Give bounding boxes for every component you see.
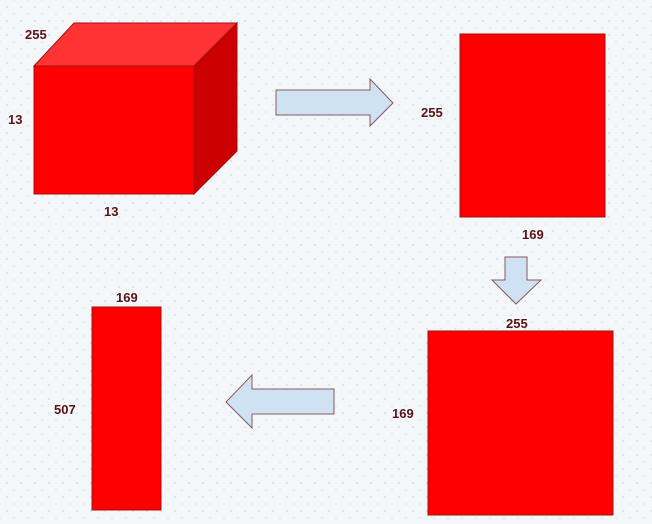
rect-c-top-label: 255 [506,316,528,331]
cube-height-label: 13 [8,112,23,127]
cube-width-label: 13 [104,204,119,219]
rect-d-top-label: 169 [116,290,138,305]
cube-depth-label: 255 [25,27,47,42]
cube-front-face [33,65,195,195]
arrow-down [490,256,543,305]
arrow-right [275,77,394,128]
arrow-left [225,373,335,430]
rect-b-height-label: 255 [421,105,443,120]
rect-d [91,306,162,511]
rect-d-left-label: 507 [54,402,76,417]
rect-c-left-label: 169 [392,406,414,421]
rect-c [427,330,614,516]
rect-b [459,33,606,218]
rect-b-width-label: 169 [522,227,544,242]
